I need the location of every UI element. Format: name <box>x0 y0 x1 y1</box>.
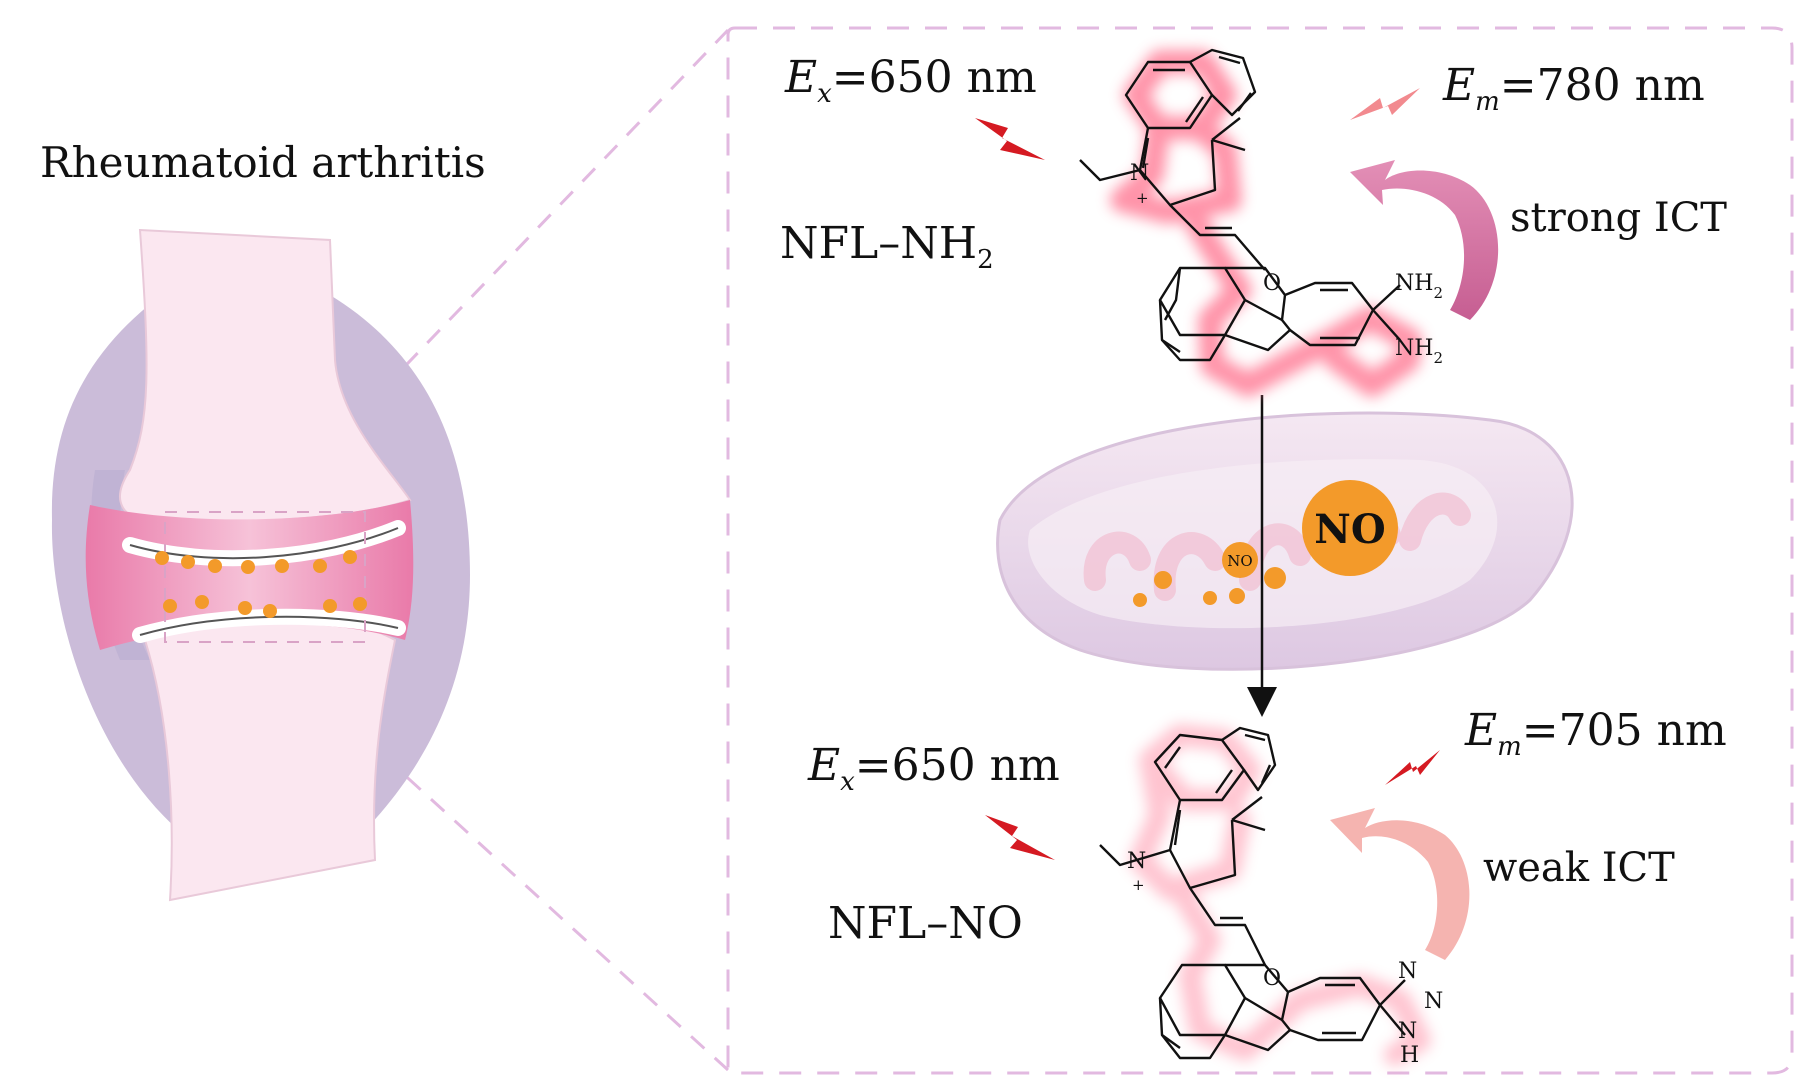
emission-lightning-top <box>1350 88 1420 120</box>
excitation-label-bottom: Ex=650 nm <box>808 740 1060 797</box>
triazole-n3: N <box>1398 1019 1417 1044</box>
probe-structure-top: N + O NH2 NH2 <box>1079 48 1443 397</box>
excitation-lightning-bottom <box>985 815 1055 860</box>
excitation-label-top: Ex=650 nm <box>785 52 1037 109</box>
disease-title: Rheumatoid arthritis <box>40 138 486 187</box>
no-label-small: NO <box>1227 552 1252 570</box>
mitochondrion <box>996 411 1574 671</box>
weak-ict-arrow <box>1330 808 1470 960</box>
oxygen-atom: O <box>1263 271 1281 296</box>
excitation-lightning-top <box>975 118 1045 160</box>
oxygen-atom-bottom: O <box>1263 966 1281 991</box>
lower-bone <box>143 614 397 902</box>
ict-label-strong: strong ICT <box>1510 195 1727 241</box>
nitrogen-atom: N <box>1130 161 1149 186</box>
joint-illustration <box>51 228 470 902</box>
emission-label-top: Em=780 nm <box>1443 60 1705 117</box>
probe-name-bottom: NFL–NO <box>828 898 1023 949</box>
region-highlight <box>164 511 366 643</box>
no-label-large: NO <box>1314 506 1385 553</box>
no-particles-joint <box>155 550 367 618</box>
triazole-n1: N <box>1398 959 1417 984</box>
no-particles-mito <box>1133 567 1286 607</box>
plus-charge: + <box>1136 189 1149 207</box>
emission-label-bottom: Em=705 nm <box>1465 705 1727 762</box>
no-molecule-small <box>1222 542 1258 578</box>
emission-lightning-bottom <box>1385 750 1440 785</box>
strong-ict-arrow <box>1350 160 1499 320</box>
amino-group-1: NH2 <box>1395 271 1443 302</box>
probe-name-top: NFL–NH2 <box>780 218 994 275</box>
amino-group-2: NH2 <box>1395 336 1443 367</box>
triazole-n2: N <box>1424 989 1443 1014</box>
plus-charge-bottom: + <box>1132 876 1145 894</box>
triazole-h: H <box>1400 1043 1419 1068</box>
no-molecule-large <box>1302 480 1398 576</box>
ict-label-weak: weak ICT <box>1483 845 1675 891</box>
probe-structure-bottom: N + O N N N H <box>1099 724 1443 1068</box>
nitrogen-atom-bottom: N <box>1127 849 1146 874</box>
zoom-frame <box>726 26 1794 1075</box>
